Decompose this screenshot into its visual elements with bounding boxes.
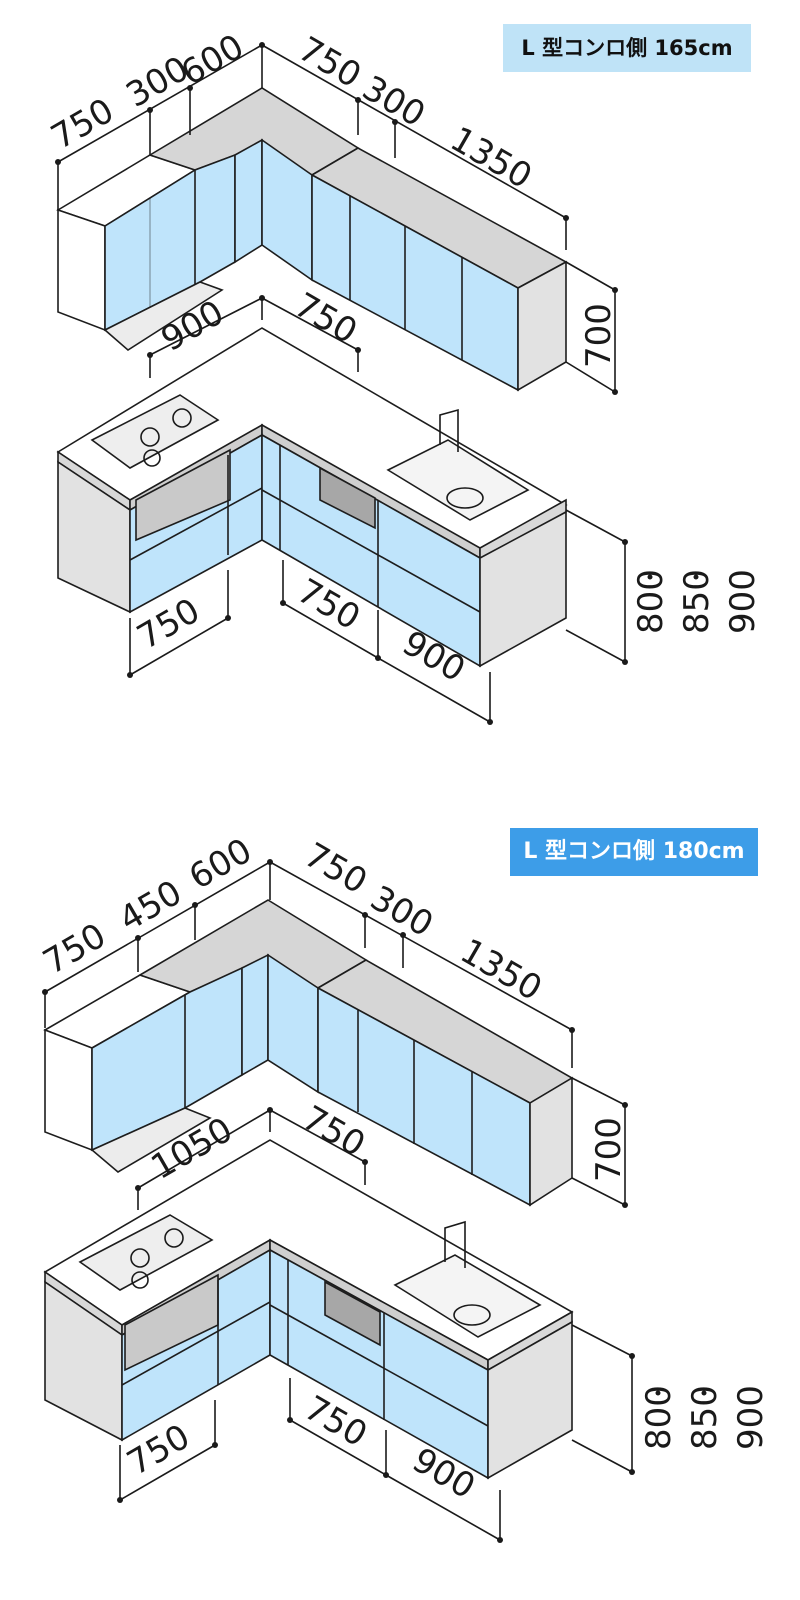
dim-upper-height: 700 — [579, 303, 619, 368]
dim-upper-right-750: 750 — [292, 29, 368, 96]
dim-upper-left-600: 600 — [183, 831, 259, 898]
upper-cabinets — [56, 87, 568, 392]
dim-upper-right-1350: 1350 — [444, 119, 539, 197]
kitchen-plan-180: 750 450 600 750 300 1350 700 — [0, 800, 800, 1580]
kitchen-diagram: 750 300 600 750 300 1350 700 — [45, 27, 763, 725]
size-badge: L 型コンロ側 180cm — [510, 828, 758, 876]
dim-height-850: 850 — [685, 1385, 725, 1450]
base-dimension-lines — [117, 1107, 635, 1543]
size-badge: L 型コンロ側 165cm — [503, 24, 751, 72]
base-dimension-lines — [127, 295, 628, 725]
dim-height-800: 800 — [631, 569, 671, 634]
kitchen-plan-165: L 型コンロ側 165cm — [0, 0, 800, 780]
base-cabinets — [43, 1139, 574, 1480]
dim-upper-left-750: 750 — [37, 916, 113, 983]
dim-height-800: 800 — [639, 1385, 679, 1450]
dim-height-900: 900 — [731, 1385, 771, 1450]
upper-dimension-lines — [42, 859, 628, 1208]
base-cabinets — [56, 327, 568, 668]
dim-height-850: 850 — [677, 569, 717, 634]
dim-upper-height: 700 — [589, 1117, 629, 1182]
dim-upper-right-750: 750 — [298, 835, 374, 902]
kitchen-diagram: 750 450 600 750 300 1350 700 — [37, 831, 771, 1543]
dim-height-900: 900 — [723, 569, 763, 634]
dim-upper-right-1350: 1350 — [454, 931, 549, 1009]
dim-upper-right-300: 300 — [356, 68, 432, 135]
dim-upper-left-450: 450 — [113, 873, 189, 940]
upper-dimension-lines — [55, 42, 618, 395]
upper-cabinets — [43, 899, 574, 1207]
